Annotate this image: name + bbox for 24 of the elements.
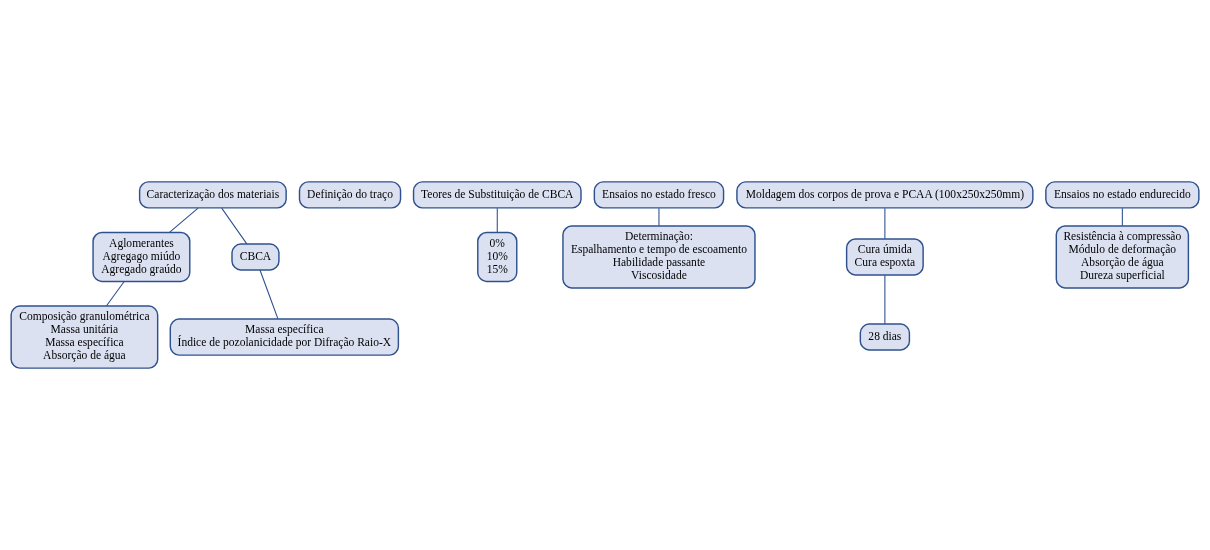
node-box: Moldagem dos corpos de prova e PCAA (100x250x250mm) xyxy=(736,181,1034,209)
node-box: Aglomerantes Agregago miúdo Agregado graúdo xyxy=(92,231,191,283)
connector xyxy=(884,274,886,325)
node-box: Caracterização dos materiais xyxy=(138,181,287,209)
connector xyxy=(221,207,248,245)
connector xyxy=(259,269,279,320)
node-box: Massa específica Índice de pozolanicidade por Difração Raio-X xyxy=(169,318,400,356)
node-box: Teores de Substituição de CBCA xyxy=(412,181,582,209)
node-box: 0% 10% 15% xyxy=(477,231,518,283)
node-box: CBCA xyxy=(231,243,280,271)
node-box: Ensaios no estado endurecido xyxy=(1045,181,1200,209)
connector xyxy=(106,281,125,307)
node-box: Ensaios no estado fresco xyxy=(593,181,725,209)
node-box: Composição granulométrica Massa unitária Massa específica Absorção de água xyxy=(10,305,159,369)
connector xyxy=(1121,207,1123,227)
connector xyxy=(884,207,886,240)
node-box: Resistência à compressão Módulo de deformação Absorção de água Dureza superficial xyxy=(1055,225,1190,289)
connector xyxy=(168,207,199,233)
connector xyxy=(658,207,660,227)
node-box: Cura úmida Cura espoxta xyxy=(845,238,924,276)
node-box: Definição do traço xyxy=(298,181,402,209)
connector xyxy=(496,207,498,233)
node-box: Determinação: Espalhamento e tempo de escoamento Habilidade passante Viscosidade xyxy=(562,225,756,289)
node-box: 28 dias xyxy=(859,323,911,351)
